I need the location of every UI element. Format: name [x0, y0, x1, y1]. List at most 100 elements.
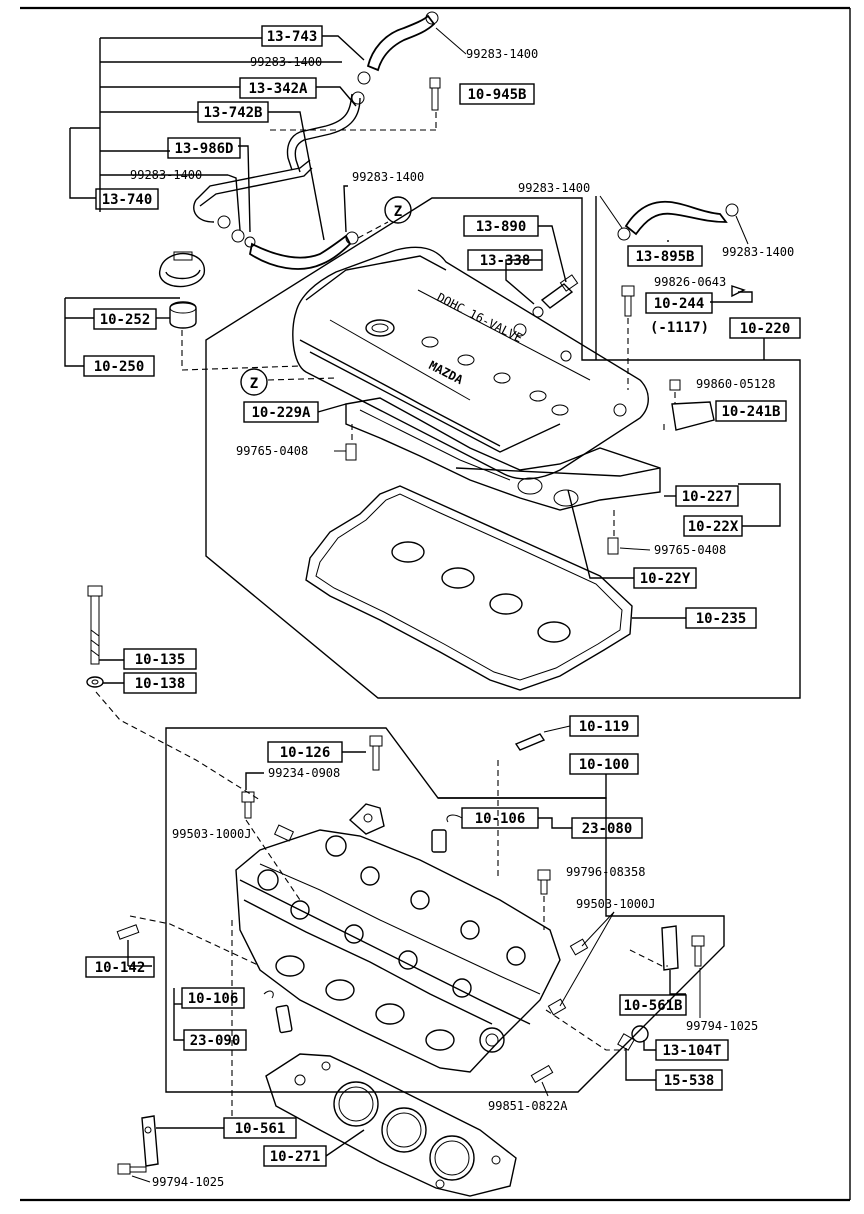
- svg-text:Z: Z: [394, 204, 402, 220]
- label-10-227[interactable]: 10-227: [675, 485, 739, 507]
- label-10-235[interactable]: 10-235: [685, 607, 757, 629]
- label-10-106-lower[interactable]: 10-106: [181, 987, 245, 1009]
- label-23-090[interactable]: 23-090: [183, 1029, 247, 1051]
- part-99283-1400-a: 99283-1400: [250, 55, 322, 69]
- svg-text:10-244: 10-244: [654, 296, 705, 312]
- label-10-142[interactable]: 10-142: [85, 956, 155, 978]
- svg-text:13-743: 13-743: [267, 29, 318, 45]
- part-99794-1025-b: 99794-1025: [152, 1175, 224, 1189]
- part-99860-05128: 99860-05128: [696, 377, 775, 391]
- svg-text:13-986D: 13-986D: [174, 141, 233, 157]
- svg-text:10-220: 10-220: [740, 321, 791, 337]
- label-13-895b[interactable]: 13-895B: [627, 245, 703, 267]
- cylinder-head: [235, 803, 561, 1073]
- label-13-890[interactable]: 13-890: [463, 215, 539, 237]
- svg-text:10-142: 10-142: [95, 960, 146, 976]
- label-10-126[interactable]: 10-126: [267, 741, 343, 763]
- svg-text:10-22X: 10-22X: [688, 519, 739, 535]
- svg-text:10-229A: 10-229A: [251, 405, 311, 421]
- cover-brand-text: MAZDA: [427, 358, 466, 387]
- svg-text:10-138: 10-138: [135, 676, 186, 692]
- label-10-106-upper[interactable]: 10-106: [461, 807, 539, 829]
- svg-text:13-890: 13-890: [476, 219, 527, 235]
- rocker-cover-frame: [205, 197, 801, 699]
- part-99234-0908: 99234-0908: [268, 766, 340, 780]
- part-99794-1025-a: 99794-1025: [686, 1019, 758, 1033]
- label-10-271[interactable]: 10-271: [263, 1145, 327, 1167]
- svg-text:10-22Y: 10-22Y: [640, 571, 691, 587]
- svg-text:10-250: 10-250: [94, 359, 145, 375]
- svg-text:10-271: 10-271: [270, 1149, 321, 1165]
- part-99503-1000j-b: 99503-1000J: [576, 897, 655, 911]
- z-marker-lower: Z: [240, 368, 268, 396]
- head-frame-top-right: [438, 790, 607, 799]
- part-99765-0408-a: 99765-0408: [236, 444, 308, 458]
- svg-text:13-338: 13-338: [480, 253, 531, 269]
- label-10-252[interactable]: 10-252: [93, 308, 157, 330]
- svg-text:10-227: 10-227: [682, 489, 733, 505]
- label-13-743[interactable]: 13-743: [261, 25, 323, 47]
- label-10-945b[interactable]: 10-945B: [459, 83, 535, 105]
- part-99283-1400-e: 99283-1400: [518, 181, 590, 195]
- part-99765-0408-b: 99765-0408: [654, 543, 726, 557]
- svg-text:10-235: 10-235: [696, 611, 747, 627]
- label-10-220[interactable]: 10-220: [729, 317, 801, 339]
- svg-text:10-241B: 10-241B: [721, 404, 780, 420]
- part-99283-1400-c: 99283-1400: [352, 170, 424, 184]
- svg-text:13-895B: 13-895B: [635, 249, 694, 265]
- svg-text:23-080: 23-080: [582, 821, 633, 837]
- svg-text:Z: Z: [250, 376, 258, 392]
- svg-text:10-561: 10-561: [235, 1121, 286, 1137]
- label-13-742b[interactable]: 13-742B: [197, 101, 269, 123]
- label-13-342a[interactable]: 13-342A: [239, 77, 317, 99]
- svg-text:10-106: 10-106: [475, 811, 526, 827]
- cover-dohc-text: DOHC 16-VALVE: [435, 290, 525, 345]
- part-99283-1400-d: 99283-1400: [466, 47, 538, 61]
- svg-text:13-342A: 13-342A: [248, 81, 308, 97]
- part-99826-0643: 99826-0643: [654, 275, 726, 289]
- svg-text:13-742B: 13-742B: [203, 105, 262, 121]
- label-13-740[interactable]: 13-740: [95, 188, 159, 210]
- label-15-538[interactable]: 15-538: [655, 1069, 723, 1091]
- head-bolt: [86, 585, 104, 688]
- part-99796-08358: 99796-08358: [566, 865, 645, 879]
- label-13-104t[interactable]: 13-104T: [655, 1039, 729, 1061]
- label-10-561[interactable]: 10-561: [223, 1117, 297, 1139]
- label-10-561b[interactable]: 10-561B: [619, 994, 687, 1016]
- svg-text:13-104T: 13-104T: [662, 1043, 721, 1059]
- pcv-valve: [532, 274, 579, 318]
- label-13-986d[interactable]: 13-986D: [167, 137, 241, 159]
- cover-gasket: [305, 485, 633, 691]
- z-marker-upper: Z: [384, 196, 412, 224]
- svg-text:10-119: 10-119: [579, 719, 630, 735]
- label-10-229a[interactable]: 10-229A: [243, 401, 319, 423]
- svg-text:10-561B: 10-561B: [623, 998, 682, 1014]
- label-10-138[interactable]: 10-138: [123, 672, 197, 694]
- label-10-22y[interactable]: 10-22Y: [633, 567, 697, 589]
- head-gasket: [265, 1053, 517, 1197]
- label-10-119[interactable]: 10-119: [569, 715, 639, 737]
- label-23-080[interactable]: 23-080: [571, 817, 643, 839]
- svg-text:10-106: 10-106: [188, 991, 239, 1007]
- svg-text:10-100: 10-100: [579, 757, 630, 773]
- svg-text:10-945B: 10-945B: [467, 87, 526, 103]
- head-cover-seal: [345, 397, 661, 511]
- label-10-244[interactable]: 10-244: [645, 292, 713, 314]
- svg-text:13-740: 13-740: [102, 192, 153, 208]
- breather-hose-group: [69, 11, 441, 270]
- label-13-338[interactable]: 13-338: [467, 249, 543, 271]
- part-range-1117: (-1117): [650, 320, 709, 336]
- part-99283-1400-f: 99283-1400: [722, 245, 794, 259]
- label-10-22x[interactable]: 10-22X: [683, 515, 743, 537]
- label-10-250[interactable]: 10-250: [83, 355, 155, 377]
- label-10-135[interactable]: 10-135: [123, 648, 197, 670]
- cylinder-head-frame: [165, 727, 725, 1093]
- part-99283-1400-b: 99283-1400: [130, 168, 202, 182]
- svg-text:23-090: 23-090: [190, 1033, 241, 1049]
- svg-text:15-538: 15-538: [664, 1073, 715, 1089]
- label-10-100[interactable]: 10-100: [569, 753, 639, 775]
- part-99851-0822a: 99851-0822A: [488, 1099, 568, 1113]
- oil-filler-cap: [158, 251, 206, 329]
- label-10-241b[interactable]: 10-241B: [715, 400, 787, 422]
